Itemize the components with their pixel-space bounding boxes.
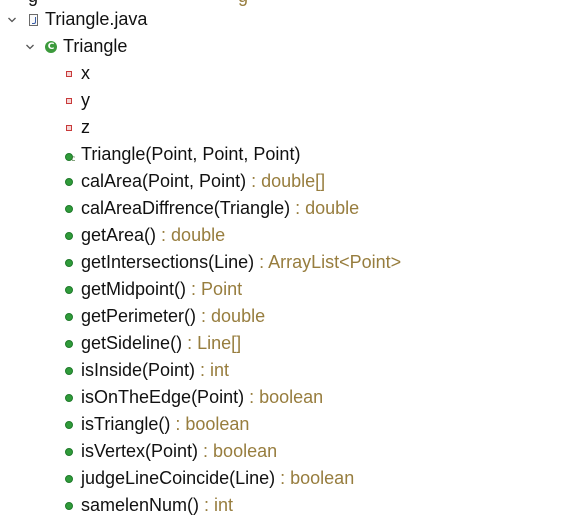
private-field-icon (62, 60, 76, 87)
member-signature: judgeLineCoincide(Line) (81, 468, 276, 488)
tree-node-method[interactable]: getPerimeter() : double (62, 303, 265, 330)
tree-node-method[interactable]: getMidpoint() : Point (62, 276, 242, 303)
tree-node-method[interactable]: getIntersections(Line) : ArrayList<Point… (62, 249, 401, 276)
member-return-type: : Line[] (182, 333, 242, 353)
public-method-icon (62, 438, 76, 465)
partial-row-return: g (238, 0, 248, 6)
constructor-icon (62, 141, 76, 172)
public-method-icon (62, 249, 76, 276)
member-signature: getPerimeter() (81, 306, 197, 326)
member-signature: getArea() (81, 225, 157, 245)
member-return-type: : int (195, 360, 230, 380)
member-signature: x (81, 63, 90, 83)
public-method-icon (62, 384, 76, 411)
private-field-icon (62, 114, 76, 141)
partial-tree-row: g g (28, 0, 248, 6)
tree-node-field[interactable]: y (62, 87, 90, 114)
tree-node-method[interactable]: judgeLineCoincide(Line) : boolean (62, 465, 354, 492)
public-method-icon (62, 168, 76, 195)
member-signature: getMidpoint() (81, 279, 187, 299)
member-return-type: : boolean (198, 441, 278, 461)
tree-node-field[interactable]: x (62, 60, 90, 87)
partial-row-text: g (28, 0, 38, 6)
member-signature: getIntersections(Line) (81, 252, 255, 272)
class-icon: C (44, 33, 58, 60)
tree-node-method[interactable]: samelenNum() : int (62, 492, 233, 519)
member-signature: getSideline() (81, 333, 183, 353)
java-file-icon (26, 6, 40, 33)
member-signature: isOnTheEdge(Point) (81, 387, 245, 407)
member-return-type: : boolean (244, 387, 324, 407)
member-signature: y (81, 90, 90, 110)
member-return-type: : boolean (170, 414, 250, 434)
member-signature: calArea(Point, Point) (81, 171, 247, 191)
tree-node-method[interactable]: isVertex(Point) : boolean (62, 438, 277, 465)
member-return-type: : double (290, 198, 360, 218)
tree-node-constructor[interactable]: Triangle(Point, Point, Point) (62, 141, 301, 172)
member-signature: z (81, 117, 90, 137)
public-method-icon (62, 303, 76, 330)
member-return-type: : Point (186, 279, 243, 299)
member-signature: isInside(Point) (81, 360, 196, 380)
tree-node-method[interactable]: isInside(Point) : int (62, 357, 229, 384)
tree-node-method[interactable]: calAreaDiffrence(Triangle) : double (62, 195, 359, 222)
public-method-icon (62, 492, 76, 519)
public-method-icon (62, 222, 76, 249)
member-signature: calAreaDiffrence(Triangle) (81, 198, 291, 218)
public-method-icon (62, 195, 76, 222)
member-return-type: : ArrayList<Point> (254, 252, 402, 272)
member-return-type: : int (199, 495, 234, 515)
class-name-label: Triangle (63, 36, 128, 56)
tree-node-file[interactable]: Triangle.java (6, 6, 147, 33)
tree-node-field[interactable]: z (62, 114, 90, 141)
public-method-icon (62, 276, 76, 303)
member-signature: isTriangle() (81, 414, 171, 434)
public-method-icon (62, 411, 76, 438)
member-signature: samelenNum() (81, 495, 200, 515)
tree-node-method[interactable]: calArea(Point, Point) : double[] (62, 168, 325, 195)
tree-node-method[interactable]: isOnTheEdge(Point) : boolean (62, 384, 323, 411)
member-return-type: : double (156, 225, 226, 245)
member-return-type: : double[] (246, 171, 326, 191)
tree-node-method[interactable]: getSideline() : Line[] (62, 330, 241, 357)
public-method-icon (62, 330, 76, 357)
member-return-type: : double (196, 306, 266, 326)
member-signature: Triangle(Point, Point, Point) (81, 144, 301, 164)
public-method-icon (62, 357, 76, 384)
tree-node-class[interactable]: C Triangle (24, 33, 127, 60)
private-field-icon (62, 87, 76, 114)
member-return-type: : boolean (275, 468, 355, 488)
tree-node-method[interactable]: isTriangle() : boolean (62, 411, 249, 438)
chevron-down-icon[interactable] (6, 6, 18, 33)
public-method-icon (62, 465, 76, 492)
file-name-label: Triangle.java (45, 9, 148, 29)
chevron-down-icon[interactable] (24, 33, 36, 60)
member-signature: isVertex(Point) (81, 441, 199, 461)
tree-node-method[interactable]: getArea() : double (62, 222, 225, 249)
